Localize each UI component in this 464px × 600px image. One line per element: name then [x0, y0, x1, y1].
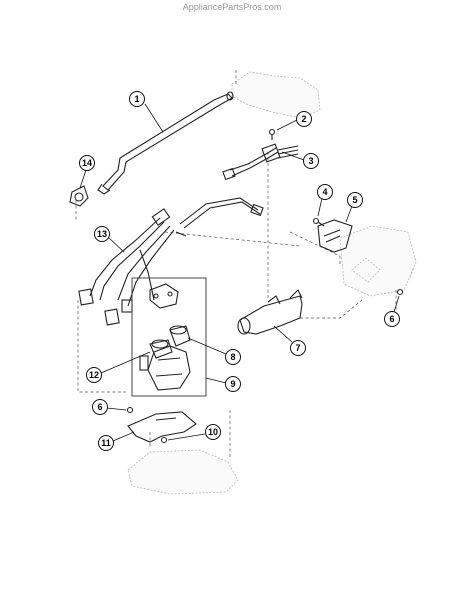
svg-text:13: 13: [97, 229, 107, 239]
screw-bracket: [160, 436, 168, 444]
callout-7: 7: [273, 325, 306, 356]
callout-4: 4: [317, 184, 333, 217]
harness-connector: [222, 143, 299, 181]
top-housing-ghost: [231, 71, 321, 119]
gas-tube: [97, 91, 234, 195]
screw-lower-left: [126, 406, 134, 414]
callout-11: 11: [98, 431, 135, 451]
svg-text:11: 11: [101, 438, 111, 448]
tube-clamp: [69, 185, 89, 207]
callout-2: 2: [276, 111, 312, 131]
callout-6b: 6: [92, 399, 127, 415]
callout-12: 12: [86, 351, 151, 383]
screw-top: [268, 128, 276, 140]
callout-14: 14: [79, 155, 95, 189]
callout-1: 1: [129, 91, 164, 133]
assembly-guide-lines: [75, 70, 397, 460]
valve-assembly: [131, 277, 207, 397]
callout-9: 9: [205, 376, 241, 392]
watermark: AppliancePartsPros.com: [182, 2, 282, 12]
svg-text:12: 12: [89, 370, 99, 380]
igniter-bracket: [317, 219, 353, 253]
svg-text:2: 2: [301, 114, 306, 124]
svg-text:9: 9: [230, 379, 235, 389]
svg-text:6: 6: [97, 402, 102, 412]
igniter-wires: [179, 197, 264, 229]
callout-6a: 6: [384, 295, 400, 327]
base-bracket-ghost: [127, 449, 239, 495]
callout-13: 13: [94, 226, 125, 253]
callout-8: 8: [187, 337, 241, 365]
screw-lower-right: [396, 288, 404, 296]
svg-text:10: 10: [208, 427, 218, 437]
screw-right: [312, 217, 325, 227]
svg-text:5: 5: [352, 195, 357, 205]
burner-housing-ghost: [339, 225, 417, 297]
callouts: 1 2 3 4 5 6 7: [79, 91, 400, 451]
svg-text:4: 4: [322, 187, 327, 197]
svg-text:3: 3: [308, 156, 313, 166]
callout-5: 5: [345, 192, 363, 223]
igniter: [237, 289, 303, 335]
svg-text:6: 6: [389, 314, 394, 324]
callout-3: 3: [281, 151, 319, 169]
solenoid-coil-upper: [169, 325, 191, 347]
svg-text:14: 14: [82, 158, 92, 168]
svg-text:8: 8: [230, 352, 235, 362]
valve-bracket: [127, 411, 197, 443]
solenoid-coil-lower: [149, 339, 173, 359]
svg-text:7: 7: [295, 343, 300, 353]
callout-10: 10: [167, 424, 221, 441]
svg-text:1: 1: [134, 94, 139, 104]
